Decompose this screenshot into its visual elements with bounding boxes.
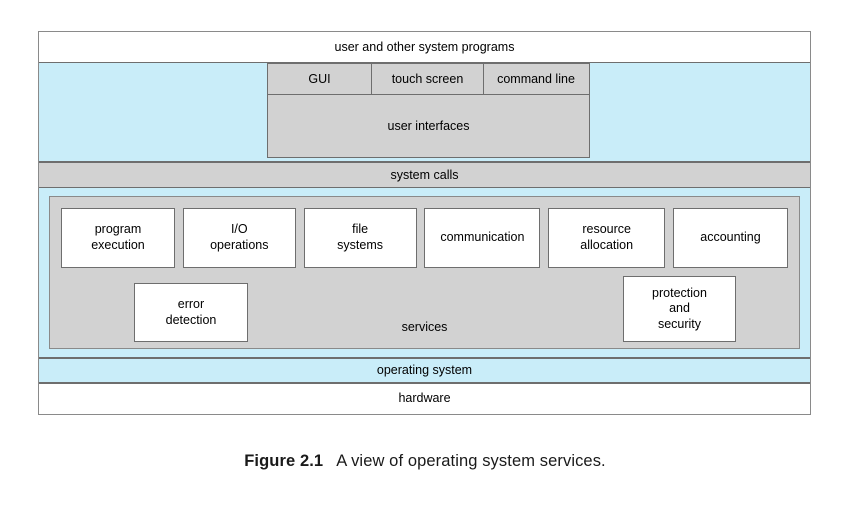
service-line-2: and [669, 301, 690, 316]
os-services-diagram: user and other system programs GUI touch… [38, 31, 811, 415]
service-line-3: security [657, 316, 702, 331]
ui-mode-gui: GUI [268, 64, 372, 94]
service-line-2: detection [165, 312, 217, 327]
service-line-2: operations [210, 238, 269, 252]
service-protection-and-security: protection and security [623, 276, 736, 342]
figure-caption: Figure 2.1 A view of operating system ser… [0, 452, 850, 471]
layer-user-programs: user and other system programs [39, 32, 810, 63]
user-interfaces-caption: user interfaces [268, 94, 589, 157]
user-interfaces-block: GUI touch screen command line user inter… [267, 63, 590, 158]
service-io-operations-label: I/O operations [210, 222, 268, 253]
service-error-detection-label: error detection [166, 297, 217, 328]
ui-mode-touch-screen-label: touch screen [391, 71, 464, 86]
service-program-execution-label: program execution [91, 222, 145, 253]
service-line-1: protection [652, 285, 707, 300]
service-error-detection: error detection [134, 283, 248, 342]
layer-operating-system: operating system [39, 358, 810, 383]
service-line-2: systems [337, 238, 384, 252]
service-resource-allocation-label: resource allocation [580, 222, 633, 253]
user-interfaces-caption-label: user interfaces [387, 118, 470, 133]
service-file-systems: file systems [303, 208, 417, 268]
layer-system-calls: system calls [39, 162, 810, 188]
service-line-1: I/O [230, 222, 248, 237]
services-top-row: program execution I/O operations file [61, 208, 788, 268]
service-communication-label: communication [440, 230, 525, 245]
service-io-operations: I/O operations [182, 208, 296, 268]
service-accounting: accounting [672, 208, 788, 268]
services-panel: program execution I/O operations file [49, 196, 800, 349]
service-line-2: allocation [580, 238, 634, 252]
service-resource-allocation: resource allocation [548, 208, 666, 268]
layer-hardware: hardware [39, 383, 810, 412]
layer-hardware-label: hardware [398, 390, 451, 405]
ui-mode-command-line-label: command line [497, 71, 575, 86]
layer-system-calls-label: system calls [390, 167, 459, 182]
layer-operating-system-label: operating system [376, 363, 473, 378]
service-program-execution: program execution [61, 208, 175, 268]
service-line-1: program [94, 222, 142, 237]
service-line-1: error [177, 296, 205, 311]
service-accounting-label: accounting [700, 230, 761, 245]
figure-caption-text: A view of operating system services. [336, 452, 606, 470]
user-interface-modes-row: GUI touch screen command line [268, 64, 589, 94]
layer-user-interfaces-band: GUI touch screen command line user inter… [39, 63, 810, 162]
layer-user-programs-label: user and other system programs [334, 39, 515, 54]
services-panel-label: services [401, 319, 448, 334]
ui-mode-touch-screen: touch screen [372, 64, 484, 94]
service-line-1: resource [582, 222, 631, 237]
service-line-2: execution [91, 238, 145, 252]
service-file-systems-label: file systems [337, 222, 383, 253]
service-communication: communication [424, 208, 541, 268]
ui-mode-command-line: command line [484, 64, 588, 94]
ui-mode-gui-label: GUI [308, 71, 331, 86]
service-line-1: file [352, 222, 369, 237]
figure-caption-label: Figure 2.1 [244, 452, 324, 470]
service-protection-and-security-label: protection and security [652, 286, 707, 333]
layer-services-band: program execution I/O operations file [39, 188, 810, 358]
